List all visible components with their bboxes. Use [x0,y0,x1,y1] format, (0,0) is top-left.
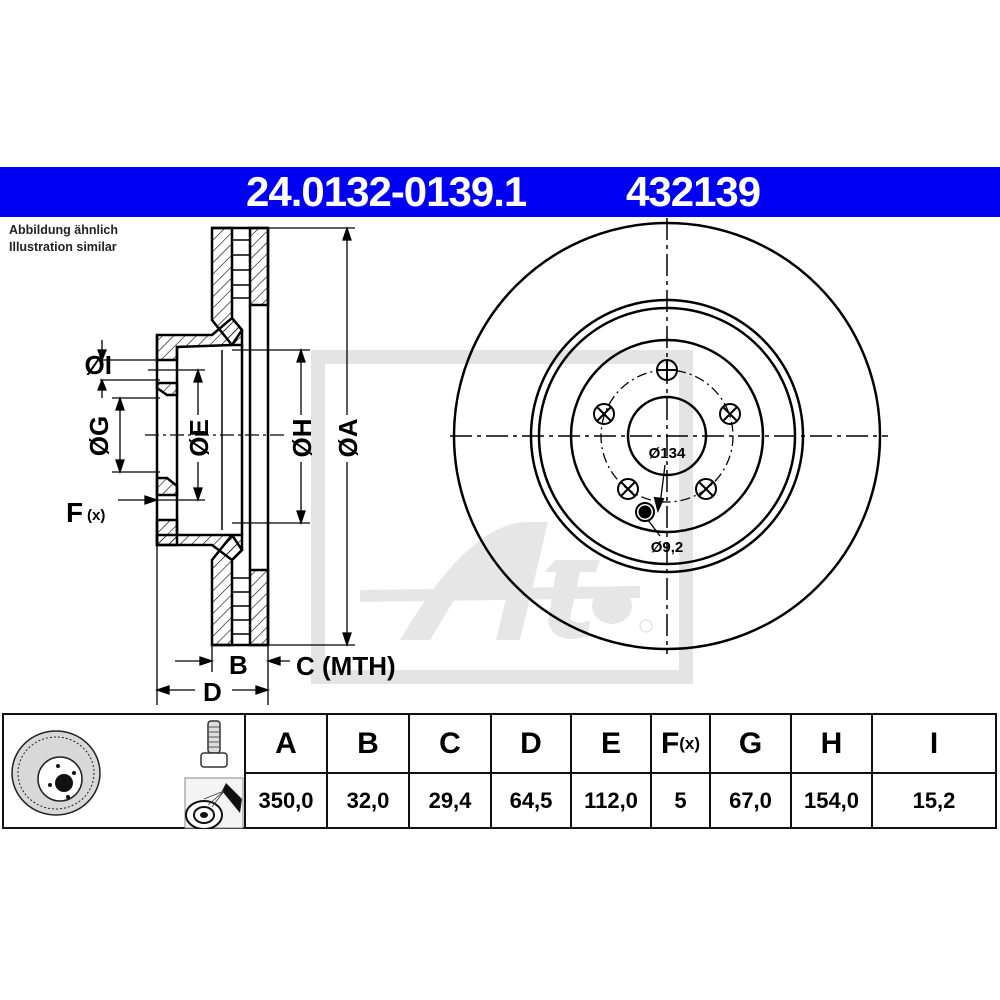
header-g: G [738,726,763,760]
locating-hole [635,502,655,522]
label-dia-g: ØG [84,416,114,456]
label-dia-i: ØI [85,350,112,380]
col-divider [709,715,711,827]
label-dia-a: ØA [333,418,363,457]
col-divider [871,715,873,827]
header-f-label: F [660,726,680,760]
header-bar: 24.0132-0139.1 432139 [0,167,1000,217]
header-f: F(x) [652,715,709,772]
bolt-holes [593,359,741,537]
value-g: 67,0 [729,787,772,813]
illustration-note: Abbildung ähnlich Illustration similar [9,222,118,256]
cleaning-spray-icon [184,777,244,829]
ate-watermark [311,350,693,684]
col-divider [490,715,492,827]
bolt-icon [200,720,228,768]
header-f-sub: (x) [679,733,701,753]
value-d: 64,5 [509,787,553,813]
label-b: B [229,650,248,680]
value-c: 29,4 [428,787,472,813]
col-divider [650,715,652,827]
col-divider [570,715,572,827]
value-h: 154,0 [803,787,860,813]
header-c: C [439,726,461,760]
col-divider [408,715,410,827]
label-d: D [203,677,222,707]
value-f: 5 [674,787,687,813]
brake-disc-thumbnail-icon [11,730,101,816]
disc-front-view [450,218,888,654]
dimension-table: A B C D E F(x) G H I 350,0 32,0 29,4 64,… [2,713,997,829]
bolt-hole [593,403,615,425]
bolt-hole [719,403,741,425]
disc-side-outline [155,226,270,647]
header-d: D [520,726,542,760]
short-part-number: 432139 [626,168,761,215]
part-number: 24.0132-0139.1 [246,168,527,215]
label-c-mth: C (MTH) [296,651,396,681]
table-divider [246,772,995,774]
label-f-sub: (x) [87,507,105,524]
col-divider [790,715,792,827]
side-dimensions [97,225,355,705]
col-divider [244,715,246,827]
label-f: F [66,497,83,528]
value-b: 32,0 [346,787,390,813]
note-english: Illustration similar [9,240,117,254]
value-e: 112,0 [584,787,638,813]
col-divider [326,715,328,827]
bolt-hole [617,478,639,500]
pcd-label: Ø134 [649,445,686,462]
header-i: I [929,726,939,760]
label-dia-e: ØE [184,419,214,457]
value-a: 350,0 [258,787,314,813]
ate-logo-watermark [360,521,653,640]
label-dia-h: ØH [287,419,317,458]
header-b: B [357,726,379,760]
note-german: Abbildung ähnlich [9,223,119,237]
bolt-hole [656,359,678,381]
bolt-hole [695,478,717,500]
hole-diameter-label: Ø9,2 [651,539,684,556]
header-h: H [820,726,843,760]
header-a: A [275,726,297,760]
header-e: E [600,726,621,760]
value-i: 15,2 [912,787,956,813]
